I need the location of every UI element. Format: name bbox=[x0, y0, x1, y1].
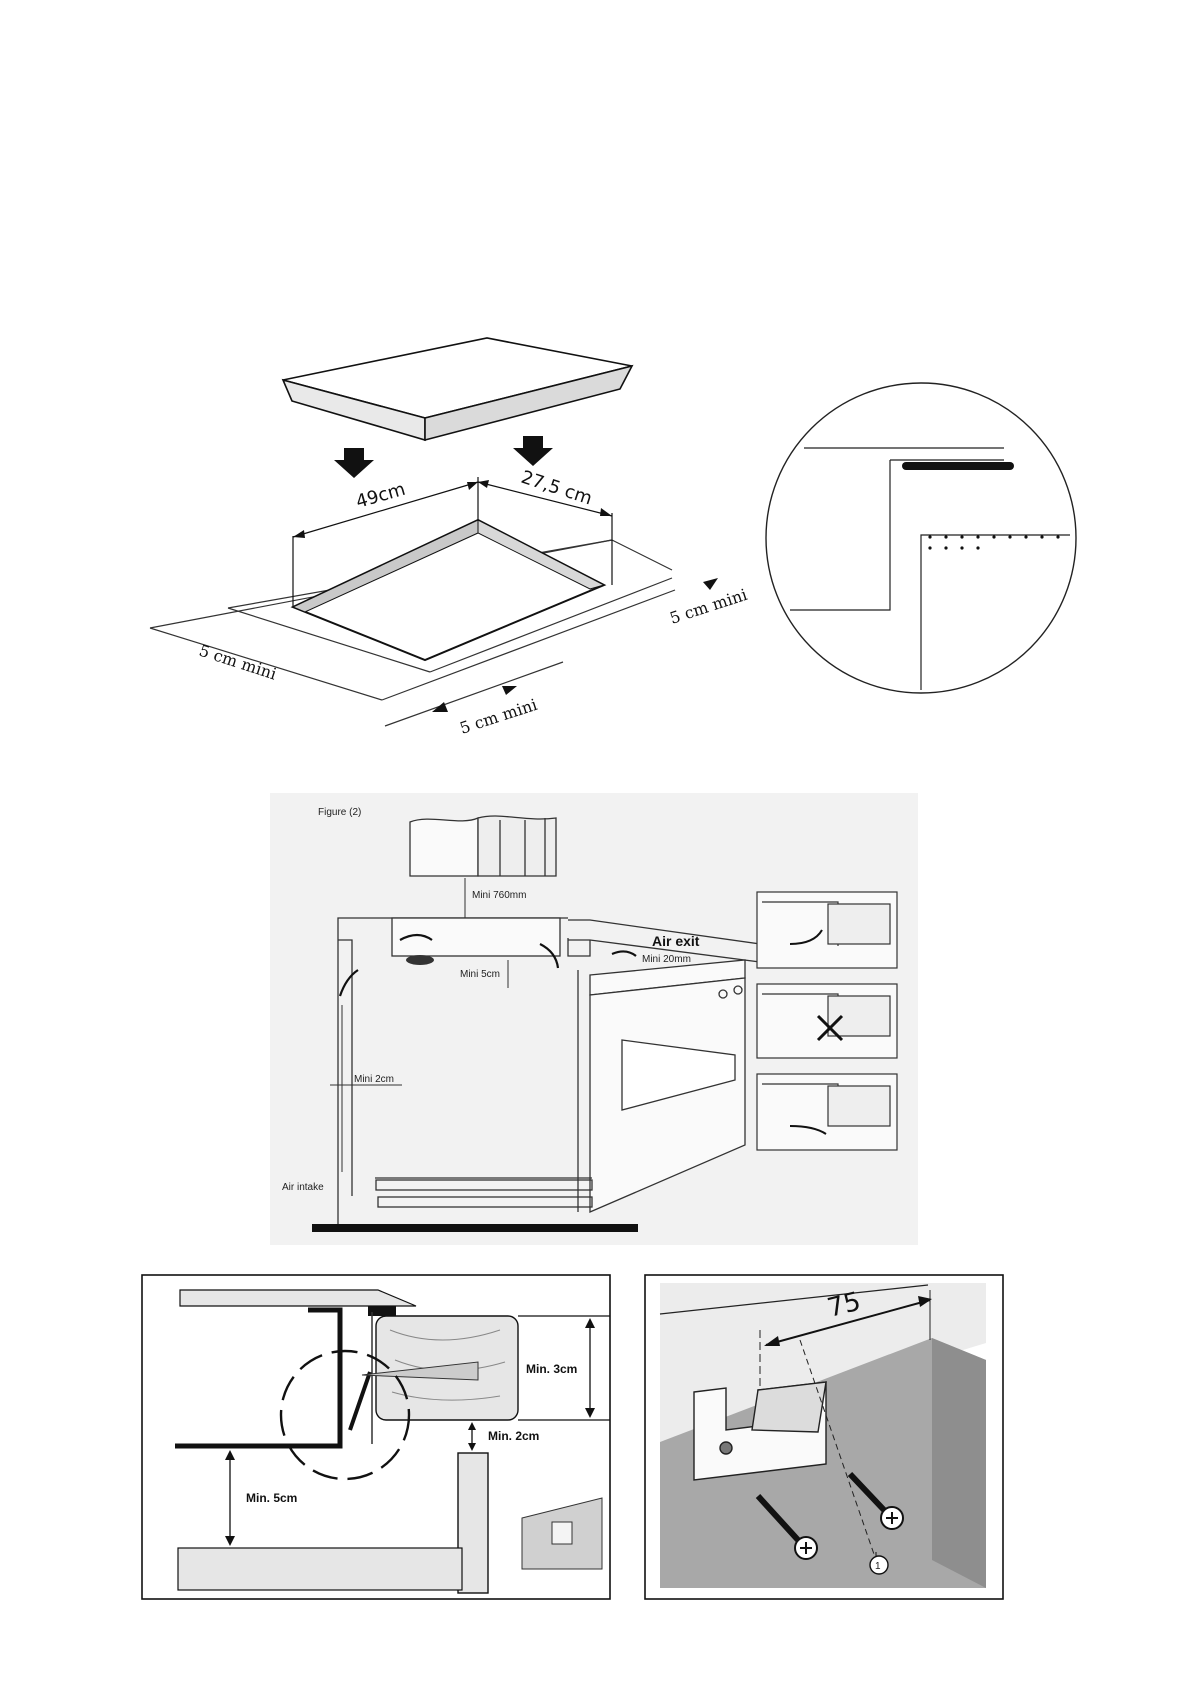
min-3cm-label: Min. 3cm bbox=[526, 1362, 577, 1376]
seal-detail-circle bbox=[766, 383, 1076, 693]
figure2-title: Figure (2) bbox=[318, 807, 361, 818]
dim-width-label: 49cm bbox=[354, 479, 408, 513]
callout-1-label: 1 bbox=[875, 1561, 881, 1572]
cutout-opening bbox=[293, 520, 604, 660]
seal-inset-correct bbox=[757, 892, 897, 968]
mini-760mm-label: Mini 760mm bbox=[472, 890, 526, 901]
screw-icon bbox=[758, 1496, 817, 1559]
seal-inset-alternative bbox=[757, 1074, 897, 1150]
mini-2cm-label: Mini 2cm bbox=[354, 1074, 394, 1085]
cutout-diagram: 49cm 27,5 cm 5 cm mini 5 cm mini 5 cm mi… bbox=[0, 0, 1191, 760]
clearance-left-label: 5 cm mini bbox=[197, 641, 279, 684]
seal-inset-wrong bbox=[757, 984, 897, 1058]
mini-20mm-label: Mini 20mm bbox=[642, 954, 691, 965]
min-5cm-label: Min. 5cm bbox=[246, 1491, 297, 1505]
dim-depth-label: 27,5 cm bbox=[518, 467, 594, 510]
min-2cm-label: Min. 2cm bbox=[488, 1429, 539, 1443]
mini-5cm-label: Mini 5cm bbox=[460, 969, 500, 980]
callout-1-badge bbox=[870, 1556, 888, 1574]
dim-75-label: 75 bbox=[824, 1287, 863, 1324]
clearance-right-label: 5 cm mini bbox=[667, 585, 749, 628]
air-intake-label: Air intake bbox=[282, 1182, 324, 1193]
clearance-front-label: 5 cm mini bbox=[457, 695, 539, 738]
hood-illustration bbox=[410, 816, 556, 876]
bracket-illustration bbox=[694, 1382, 826, 1480]
air-exit-label: Air exit bbox=[652, 933, 700, 949]
down-arrow-icon bbox=[513, 436, 553, 466]
down-arrow-icon bbox=[334, 448, 374, 478]
hob-illustration bbox=[283, 338, 632, 440]
screw-icon bbox=[850, 1474, 903, 1529]
